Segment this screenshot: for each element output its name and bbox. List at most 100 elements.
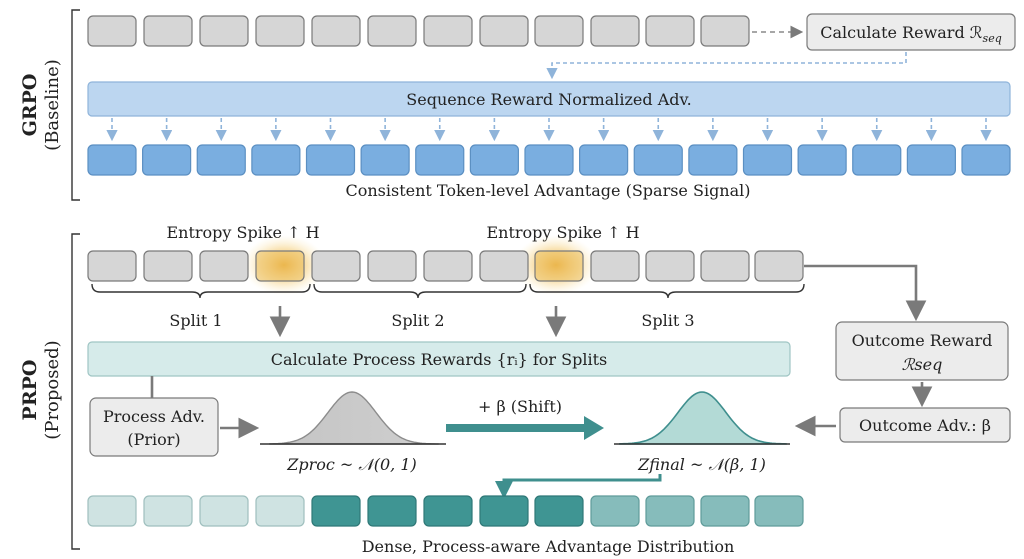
grpo-adv-token [360,144,410,176]
grpo-token [645,15,695,47]
prpo-adv-token [700,495,750,527]
process-adv-line2: (Prior) [127,430,180,449]
grpo-tag: (Baseline) [42,59,63,151]
prpo-adv-token [311,495,361,527]
prpo-adv-token [479,495,529,527]
prpo-adv-token [590,495,640,527]
grpo-section: GRPO (Baseline) Calculate Reward ℛseq Se… [19,9,1016,201]
prpo-name: PRPO [19,360,41,421]
prpo-token [143,250,193,282]
prpo-adv-token [754,495,804,527]
grpo-adv-token [305,144,356,176]
grpo-bracket [71,9,80,201]
grpo-token [87,15,137,47]
grpo-advantage-row [87,144,1011,176]
prpo-adv-token [534,495,584,527]
prpo-caption: Dense, Process-aware Advantage Distribut… [362,537,735,556]
outcome-reward-line1: Outcome Reward [852,331,993,350]
prpo-token-row [87,250,804,282]
prpo-token [367,250,417,282]
prpo-token [754,250,804,282]
prpo-adv-token [645,495,695,527]
grpo-adv-token [579,144,629,176]
calculate-reward-box [806,13,1016,51]
prpo-token [87,250,137,282]
outcome-adv-box [839,407,1011,443]
split-1-brace [91,283,311,299]
grpo-adv-token [87,144,137,176]
z-final-gaussian [614,391,790,445]
process-rewards-label: Calculate Process Rewards {rᵢ} for Split… [271,350,607,369]
grpo-adv-token [906,144,956,176]
grpo-token [367,15,417,47]
grpo-token [199,15,249,47]
z-final-label: Zfinal ~ 𝒩(β, 1) [637,455,766,474]
grpo-adv-token [742,144,793,176]
grpo-adv-token [469,144,519,176]
split-3-label: Split 3 [641,311,694,330]
grpo-adv-token [688,144,738,176]
grpo-caption: Consistent Token-level Advantage (Sparse… [345,181,750,200]
prpo-token [645,250,695,282]
grpo-token [423,15,473,47]
prpo-token [199,250,249,282]
to-outcome-reward-arrow [804,264,927,322]
grpo-adv-token [797,144,847,176]
outcome-reward-line2: ℛseq [902,355,943,374]
grpo-adv-token [196,144,246,176]
grpo-token [534,15,584,47]
shift-arrow [446,416,604,440]
grpo-token [700,15,750,47]
prpo-token [423,250,473,282]
process-adv-line1: Process Adv. [103,407,205,426]
process-rewards-bar [87,341,791,377]
z-proc-label: Zproc ~ 𝒩(0, 1) [286,455,417,474]
prpo-token [311,250,361,282]
calculate-reward-label: Calculate Reward ℛseq [820,23,1002,45]
grpo-adv-token [961,144,1011,176]
grpo-token [479,15,529,47]
entropy-spike-token [255,250,305,282]
process-adv-box [89,397,219,457]
split-1-label: Split 1 [169,311,222,330]
grpo-token [255,15,305,47]
grpo-adv-token [633,144,683,176]
grpo-adv-token [142,144,192,176]
sequence-norm-bar [87,81,1011,117]
prpo-section: PRPO (Proposed) Entropy Spike ↑ H Entrop… [19,223,1011,556]
grpo-name: GRPO [19,74,41,137]
outcome-adv-label: Outcome Adv.: β [859,416,991,435]
prpo-adv-token [255,495,305,527]
grpo-adv-token [852,144,902,176]
split-2-label: Split 2 [391,311,444,330]
grpo-advantage-arrows [106,118,992,142]
sequence-norm-label: Sequence Reward Normalized Adv. [406,90,691,109]
prpo-bracket [71,233,80,550]
shift-label: + β (Shift) [478,397,562,416]
prpo-adv-token [199,495,249,527]
prpo-adv-token [143,495,193,527]
grpo-adv-token [524,144,574,176]
prpo-adv-token [87,495,137,527]
grpo-token [590,15,640,47]
prpo-advantage-row [87,495,804,527]
entropy-spike-token [534,250,584,282]
entropy-spike-label-2: Entropy Spike ↑ H [486,223,639,242]
grpo-adv-token [251,144,301,176]
grpo-token [311,15,361,47]
prpo-token [700,250,750,282]
final-to-tokens-arrow [495,474,662,499]
prpo-token [479,250,529,282]
grpo-token [143,15,193,47]
prpo-token [590,250,640,282]
prpo-adv-token [423,495,473,527]
prpo-adv-token [367,495,417,527]
split-3-brace [529,283,805,299]
outcome-reward-box [835,321,1009,381]
reward-to-norm-arrow [546,52,907,80]
grpo-adv-token [415,144,465,176]
grpo-token-row [87,15,750,47]
split-2-brace [313,283,527,299]
prpo-tag: (Proposed) [42,340,63,439]
